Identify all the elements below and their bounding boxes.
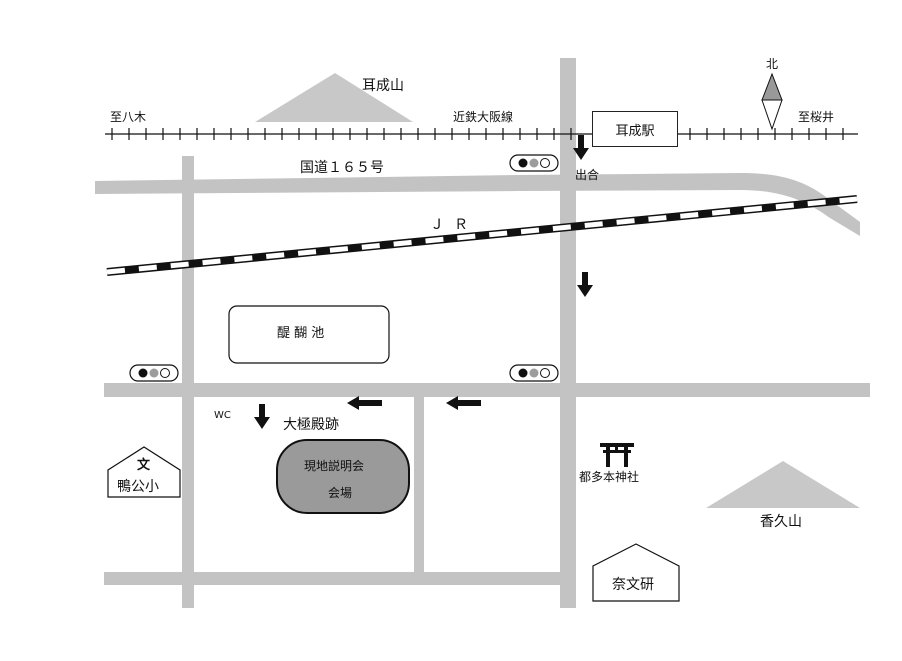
station-box: 耳成駅 bbox=[592, 111, 678, 147]
road-vertical-left bbox=[182, 156, 194, 608]
north-arrow-icon bbox=[761, 72, 783, 131]
school-house-shape bbox=[107, 446, 181, 498]
traffic-light-junction bbox=[509, 154, 559, 172]
pond-label: 醍 醐 池 bbox=[277, 326, 325, 341]
mountain-kagu-shape bbox=[706, 461, 860, 508]
to-sakurai-label: 至桜井 bbox=[798, 110, 835, 124]
road-horizontal-bottom bbox=[104, 572, 560, 585]
shrine-label: 都多本神社 bbox=[579, 470, 640, 484]
palace-label: 大極殿跡 bbox=[283, 417, 339, 433]
school-mark-label: 文 bbox=[137, 458, 151, 473]
traffic-light-right bbox=[509, 364, 559, 382]
venue-shape bbox=[276, 439, 410, 514]
venue-label-line2: 会場 bbox=[328, 486, 353, 500]
road-horizontal-main bbox=[104, 383, 870, 397]
junction-label: 出合 bbox=[575, 168, 600, 182]
venue-label-line1: 現地説明会 bbox=[304, 459, 365, 473]
traffic-light-left bbox=[129, 364, 179, 382]
restroom-label: WC bbox=[214, 410, 231, 421]
arrow-left-2 bbox=[446, 396, 481, 410]
mountain-miminashi-label: 耳成山 bbox=[362, 78, 404, 94]
arrows bbox=[254, 135, 593, 429]
road-vertical-middle bbox=[414, 396, 424, 574]
institute-house-shape bbox=[592, 543, 680, 602]
jr-label: ＪＲ bbox=[430, 217, 478, 233]
pond-shape bbox=[228, 305, 390, 364]
mountain-miminashi-shape bbox=[255, 73, 413, 122]
route165-label: 国道１６５号 bbox=[300, 160, 384, 176]
mountain-kagu-label: 香久山 bbox=[760, 514, 802, 530]
north-label: 北 bbox=[766, 57, 779, 71]
jr-rail bbox=[106, 195, 858, 276]
roads bbox=[95, 58, 870, 608]
institute-label: 奈文研 bbox=[612, 577, 654, 593]
torii-icon bbox=[600, 443, 634, 467]
to-yagi-label: 至八木 bbox=[110, 110, 147, 124]
kintetsu-line-label: 近鉄大阪線 bbox=[453, 110, 514, 124]
arrow-down-road bbox=[577, 272, 593, 297]
kintetsu-rail bbox=[105, 128, 858, 140]
school-label: 鴨公小 bbox=[117, 479, 159, 495]
arrow-down-palace bbox=[254, 404, 270, 429]
road-vertical-right bbox=[560, 58, 576, 608]
station-label: 耳成駅 bbox=[615, 123, 655, 139]
arrow-down-station bbox=[573, 135, 589, 160]
route165-road bbox=[95, 173, 860, 236]
arrow-left-1 bbox=[347, 396, 382, 410]
